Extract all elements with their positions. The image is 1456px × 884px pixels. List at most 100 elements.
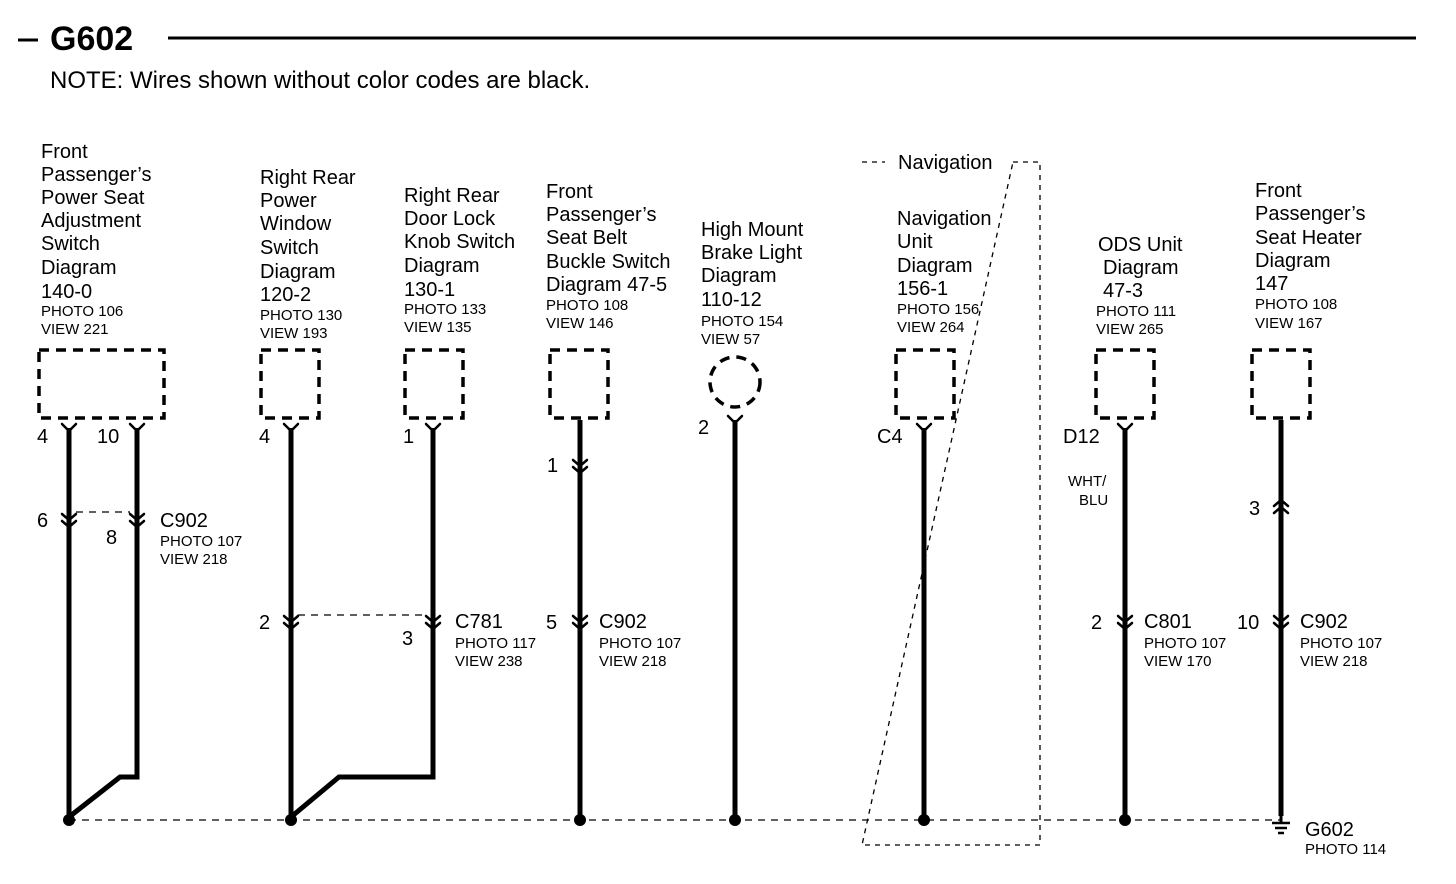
- svg-text:PHOTO 154: PHOTO 154: [701, 313, 783, 330]
- rr-window-label: Right Rear Power Window Switch Diagram 1…: [260, 167, 356, 342]
- ground-photo: PHOTO 114: [1305, 841, 1386, 858]
- svg-text:VIEW 264: VIEW 264: [897, 319, 965, 336]
- diagram-title: G602: [50, 20, 133, 58]
- svg-text:Front: Front: [41, 141, 88, 163]
- svg-text:110-12: 110-12: [701, 289, 762, 311]
- c781-terminal-b: [424, 614, 442, 631]
- seat-heater-box: [1250, 348, 1312, 420]
- navigation-enclosure: [861, 161, 1041, 846]
- c781-terminal-a: [282, 614, 300, 631]
- svg-text:High Mount: High Mount: [701, 219, 804, 241]
- c801-pin: 2: [1091, 612, 1102, 634]
- wires: [66, 420, 1284, 820]
- ods-wire-color-2: BLU: [1079, 492, 1108, 509]
- svg-text:ODS Unit: ODS Unit: [1098, 234, 1183, 256]
- svg-text:PHOTO 106: PHOTO 106: [41, 303, 123, 320]
- seat-belt-label: Front Passenger’s Seat Belt Buckle Switc…: [546, 181, 671, 332]
- svg-text:Power Seat: Power Seat: [41, 187, 145, 209]
- svg-text:VIEW 135: VIEW 135: [404, 319, 472, 336]
- svg-text:Window: Window: [260, 213, 332, 235]
- diagram-note: NOTE: Wires shown without color codes ar…: [50, 67, 590, 94]
- c902-left-view: VIEW 218: [160, 551, 228, 568]
- svg-text:PHOTO 156: PHOTO 156: [897, 301, 979, 318]
- wire-rr-lock: [289, 428, 436, 819]
- pin-seat-belt-inline: 1: [547, 455, 558, 477]
- c801-name: C801: [1144, 611, 1192, 633]
- c902-right-photo: PHOTO 107: [1300, 635, 1382, 652]
- seat-heater-inline-connector: [1272, 498, 1290, 515]
- svg-text:PHOTO 108: PHOTO 108: [1255, 296, 1337, 313]
- seat-belt-inline-connector: [571, 458, 589, 475]
- svg-text:VIEW 146: VIEW 146: [546, 315, 614, 332]
- pin-brake-light: 2: [698, 417, 709, 439]
- c902-left-photo: PHOTO 107: [160, 533, 242, 550]
- seat-heater-label: Front Passenger’s Seat Heater Diagram 14…: [1255, 180, 1365, 332]
- c781-pin-3: 3: [402, 628, 413, 650]
- svg-text:Passenger’s: Passenger’s: [1255, 203, 1365, 225]
- pin-seat-adj-4: 4: [37, 426, 48, 448]
- c902-left-terminal-a: [60, 512, 78, 529]
- c902-left-pin-6: 6: [37, 510, 48, 532]
- terminal-marks: [60, 414, 1134, 433]
- pin-rr-window: 4: [259, 426, 270, 448]
- c902-left-pin-8: 8: [106, 527, 117, 549]
- c902-left-terminal-b: [128, 512, 146, 529]
- svg-text:Right Rear: Right Rear: [260, 167, 356, 189]
- pin-seat-adj-10: 10: [97, 426, 119, 448]
- c902-right-terminal: [1272, 614, 1290, 631]
- svg-text:PHOTO 111: PHOTO 111: [1096, 303, 1176, 320]
- svg-text:Diagram: Diagram: [260, 261, 336, 283]
- wire-seat-adj-10: [67, 428, 140, 819]
- c902-right-pin: 10: [1237, 612, 1259, 634]
- ods-unit-label: ODS Unit Diagram 47-3 PHOTO 111 VIEW 265: [1096, 234, 1183, 338]
- svg-text:Buckle Switch: Buckle Switch: [546, 251, 671, 273]
- seat-adj-switch-box: [37, 348, 166, 420]
- svg-text:Switch: Switch: [41, 233, 100, 255]
- c902-right-name: C902: [1300, 611, 1348, 633]
- pin-nav-unit: C4: [877, 426, 903, 448]
- nav-unit-box: [894, 348, 956, 420]
- svg-text:Diagram: Diagram: [41, 257, 117, 279]
- seat-adj-label: Front Passenger’s Power Seat Adjustment …: [41, 141, 151, 338]
- svg-text:Navigation: Navigation: [897, 208, 992, 230]
- svg-text:Knob Switch: Knob Switch: [404, 231, 515, 253]
- svg-text:VIEW 57: VIEW 57: [701, 331, 760, 348]
- svg-text:Seat Heater: Seat Heater: [1255, 227, 1362, 249]
- svg-text:Diagram 47-5: Diagram 47-5: [546, 274, 667, 296]
- nav-unit-label: Navigation Unit Diagram 156-1 PHOTO 156 …: [897, 208, 992, 336]
- svg-text:120-2: 120-2: [260, 284, 311, 306]
- svg-text:PHOTO 133: PHOTO 133: [404, 301, 486, 318]
- svg-text:Diagram: Diagram: [701, 265, 777, 287]
- pin-ods-unit: D12: [1063, 426, 1100, 448]
- svg-text:VIEW 221: VIEW 221: [41, 321, 109, 338]
- rr-lock-switch-box: [403, 348, 465, 420]
- brake-light-label: High Mount Brake Light Diagram 110-12 PH…: [701, 219, 804, 348]
- svg-text:130-1: 130-1: [404, 279, 455, 301]
- c781-name: C781: [455, 611, 503, 633]
- svg-text:Seat Belt: Seat Belt: [546, 227, 628, 249]
- brake-light-bulb: [708, 355, 762, 409]
- svg-text:VIEW 265: VIEW 265: [1096, 321, 1164, 338]
- c801-terminal: [1116, 614, 1134, 631]
- ods-unit-box: [1094, 348, 1156, 420]
- navigation-group-label: Navigation: [898, 152, 993, 174]
- svg-text:PHOTO 108: PHOTO 108: [546, 297, 628, 314]
- svg-text:VIEW 167: VIEW 167: [1255, 315, 1323, 332]
- svg-text:Power: Power: [260, 190, 317, 212]
- svg-text:140-0: 140-0: [41, 281, 92, 303]
- svg-text:VIEW 193: VIEW 193: [260, 325, 328, 342]
- svg-text:Diagram: Diagram: [404, 255, 480, 277]
- pin-seat-heater-inline: 3: [1249, 498, 1260, 520]
- c902-mid-photo: PHOTO 107: [599, 635, 681, 652]
- seat-belt-switch-box: [548, 348, 610, 420]
- c781-view: VIEW 238: [455, 653, 523, 670]
- svg-text:156-1: 156-1: [897, 278, 948, 300]
- svg-text:Right Rear: Right Rear: [404, 185, 500, 207]
- svg-text:Diagram: Diagram: [1255, 250, 1331, 272]
- svg-text:147: 147: [1255, 273, 1288, 295]
- rr-lock-label: Right Rear Door Lock Knob Switch Diagram…: [404, 185, 515, 336]
- ods-wire-color-1: WHT/: [1068, 473, 1107, 490]
- svg-text:Brake Light: Brake Light: [701, 242, 803, 264]
- c902-right-view: VIEW 218: [1300, 653, 1368, 670]
